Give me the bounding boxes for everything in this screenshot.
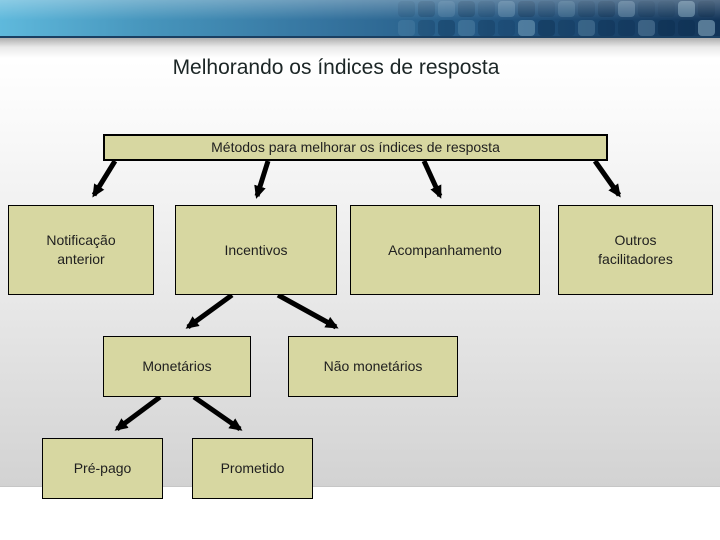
node-nao-monetarios: Não monetários <box>288 336 458 397</box>
node-monetarios: Monetários <box>103 336 251 397</box>
node-acompanhamento: Acompanhamento <box>350 205 540 295</box>
page-title: Melhorando os índices de resposta <box>172 56 500 79</box>
node-notificacao-anterior: Notificação anterior <box>8 205 154 295</box>
banner-mosaic-decoration <box>398 1 715 36</box>
node-pre-pago: Pré-pago <box>42 438 163 499</box>
node-incentivos: Incentivos <box>175 205 337 295</box>
node-prometido: Prometido <box>192 438 313 499</box>
header-banner <box>0 0 720 38</box>
node-outros-facilitadores: Outros facilitadores <box>558 205 713 295</box>
banner-shadow <box>0 38 720 58</box>
node-metodos: Métodos para melhorar os índices de resp… <box>103 134 608 161</box>
